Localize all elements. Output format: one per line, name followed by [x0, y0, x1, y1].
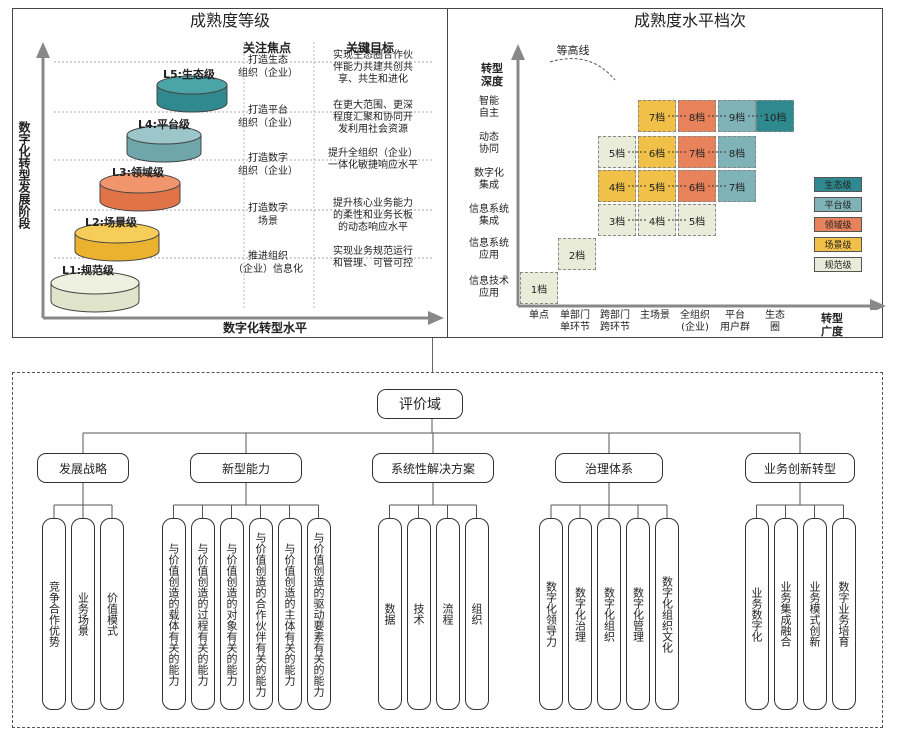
- domain-node: 发展战略: [37, 453, 129, 483]
- subdomain-node: 业务场景: [71, 518, 95, 710]
- subdomain-node: 与价值创造的主体有关的能力: [278, 518, 302, 710]
- subdomain-node: 数字业务培育: [832, 518, 856, 710]
- subdomain-node: 数字化领导力: [539, 518, 563, 710]
- subdomain-node: 技术: [407, 518, 431, 710]
- subdomain-node: 数字化组织文化: [655, 518, 679, 710]
- subdomain-node: 业务集成融合: [774, 518, 798, 710]
- subdomain-node: 数据: [378, 518, 402, 710]
- subdomain-node: 业务数字化: [745, 518, 769, 710]
- subdomain-node: 流程: [436, 518, 460, 710]
- domain-node: 新型能力: [190, 453, 302, 483]
- subdomain-node: 业务模式创新: [803, 518, 827, 710]
- subdomain-node: 与价值创造的驱动要素有关的能力: [307, 518, 331, 710]
- subdomain-node: 与价值创造的对象有关的能力: [220, 518, 244, 710]
- subdomain-node: 组织: [465, 518, 489, 710]
- subdomain-node: 数字化治理: [568, 518, 592, 710]
- domain-node: 治理体系: [555, 453, 663, 483]
- subdomain-node: 数字化组织: [597, 518, 621, 710]
- domain-node: 业务创新转型: [745, 453, 855, 483]
- domain-node: 系统性解决方案: [372, 453, 494, 483]
- subdomain-node: 与价值创造的合作伙伴有关的能力: [249, 518, 273, 710]
- subdomain-node: 与价值创造的过程有关的能力: [191, 518, 215, 710]
- subdomain-node: 数字化管理: [626, 518, 650, 710]
- subdomain-node: 与价值创造的载体有关的能力: [162, 518, 186, 710]
- subdomain-node: 竞争合作优势: [42, 518, 66, 710]
- subdomain-node: 价值模式: [100, 518, 124, 710]
